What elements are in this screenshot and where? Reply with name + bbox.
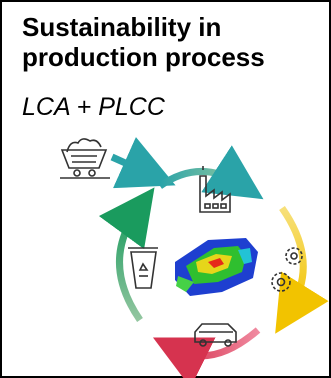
title-line-2: production process — [22, 42, 265, 72]
title-line-1: Sustainability in — [22, 12, 222, 42]
crash-simulation-model — [175, 238, 258, 296]
arc-top — [157, 145, 264, 200]
car-icon — [194, 323, 237, 347]
arc-left — [98, 187, 155, 322]
slide-subtitle: LCA + PLCC — [22, 93, 165, 121]
arc-bottom — [152, 327, 261, 378]
arc-right — [275, 205, 329, 334]
recycle-bin-icon — [128, 247, 158, 289]
input-arrow — [110, 137, 176, 189]
gears-icon — [271, 247, 303, 292]
slide-title: Sustainability in production process — [22, 12, 322, 72]
factory-icon — [199, 166, 231, 213]
mine-cart-icon — [60, 138, 110, 179]
